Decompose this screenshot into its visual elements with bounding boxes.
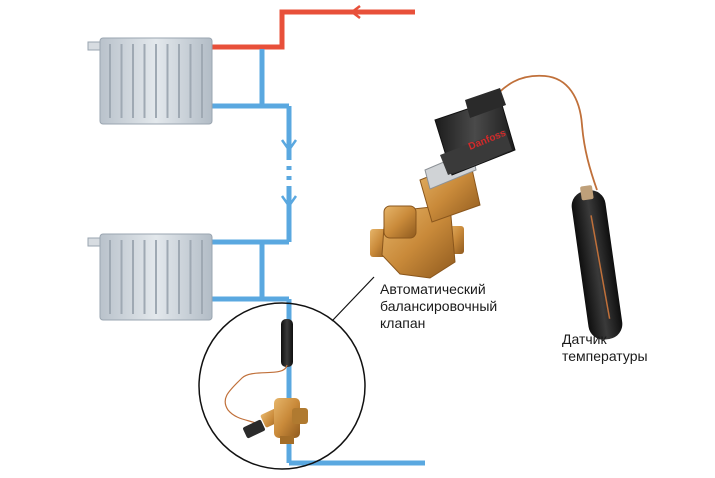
radiator-lower: [87, 233, 213, 321]
valve-label: Автоматический балансировочный клапан: [380, 281, 498, 331]
return-pipes: [210, 49, 425, 466]
callout-line: [331, 276, 375, 322]
detail-circle: [198, 302, 366, 470]
capillary-small: [224, 364, 288, 425]
valve-large: Danfoss: [370, 88, 516, 279]
sensor-small: [281, 319, 293, 367]
sensor-label: Датчик температуры: [562, 331, 648, 364]
capillary-tube: [487, 74, 598, 191]
arrow-down-icon: [280, 139, 298, 209]
temperature-sensor: [571, 185, 623, 340]
arrow-left-icon: [349, 5, 372, 19]
supply-pipe: [210, 9, 415, 50]
valve-small: [243, 398, 308, 444]
radiator-upper: [87, 37, 213, 125]
